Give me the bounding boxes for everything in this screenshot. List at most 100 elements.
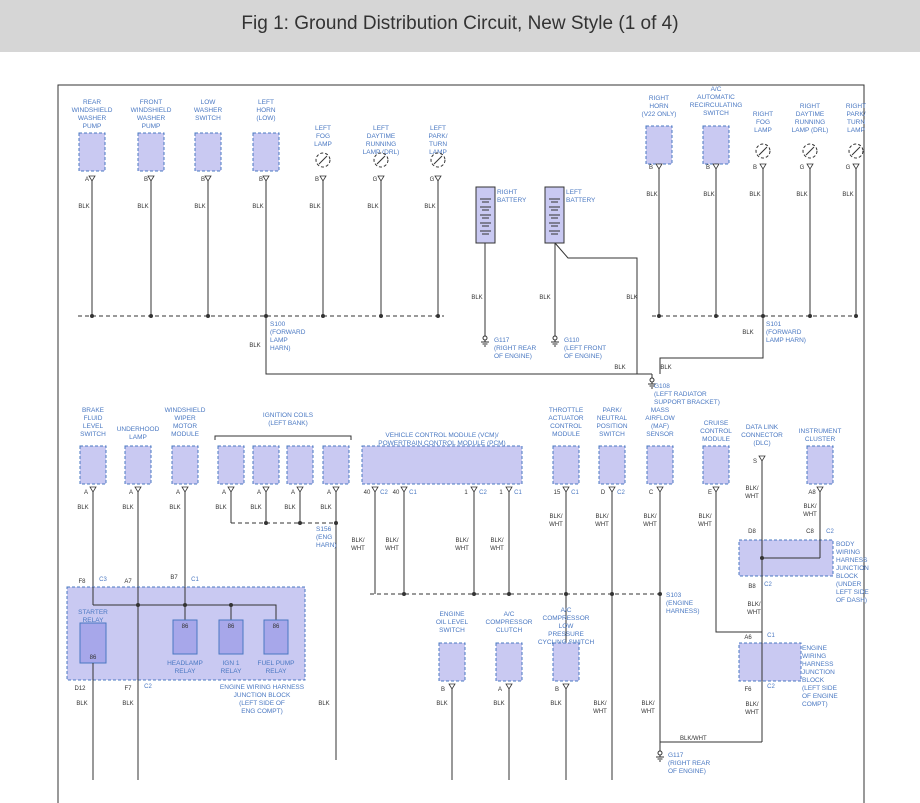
connector-pin-icon bbox=[89, 486, 97, 493]
body-jb-label: OF DASH) bbox=[836, 597, 867, 604]
wire-color-label: BLK bbox=[169, 505, 180, 511]
pin-label: B bbox=[201, 177, 205, 183]
connector-label: C2 bbox=[144, 684, 152, 690]
wire-color-label: BLK/ bbox=[745, 702, 758, 708]
pin-label: G bbox=[430, 177, 435, 183]
connector-pin-icon bbox=[816, 486, 824, 493]
right_fog-label: FOG bbox=[756, 119, 770, 126]
right-battery-label: BATTERY bbox=[497, 197, 527, 204]
wire bbox=[659, 741, 762, 752]
ign1-relay-label: IGN 1 bbox=[223, 660, 240, 667]
connector-label: C1 bbox=[191, 577, 199, 583]
left_horn-label: LEFT bbox=[258, 99, 274, 106]
left-battery-label: BATTERY bbox=[566, 197, 596, 204]
connector-pin-icon bbox=[712, 163, 720, 170]
ac_low-label: A/C bbox=[561, 607, 572, 614]
front_washer-label: PUMP bbox=[142, 123, 161, 130]
splice-dot bbox=[334, 521, 338, 525]
wire-color-label: BLK/ bbox=[698, 514, 711, 520]
s101-label: S101 bbox=[766, 321, 782, 328]
relay-pin-label: 86 bbox=[90, 655, 97, 661]
pin-label: A bbox=[222, 490, 226, 496]
ign-coil-box bbox=[322, 445, 350, 485]
ac-recirc-box bbox=[702, 125, 730, 165]
maf-box bbox=[646, 445, 674, 485]
cluster-label: CLUSTER bbox=[805, 436, 836, 443]
wiper-motor-label: MOTOR bbox=[173, 423, 197, 430]
dlc-label: CONNECTOR bbox=[741, 432, 783, 439]
wire-color-label: BLK bbox=[471, 295, 482, 301]
left-battery-label: LEFT bbox=[566, 189, 582, 196]
pin-label: S bbox=[753, 459, 757, 465]
right-horn-label: HORN bbox=[649, 103, 668, 110]
g117-bottom-label: G117 bbox=[668, 752, 684, 759]
splice-dot bbox=[206, 314, 210, 318]
pin-label: B bbox=[315, 177, 319, 183]
ac-recirc-label: RECIRCULATING bbox=[690, 102, 743, 109]
g108-label: SUPPORT BRACKET) bbox=[654, 399, 720, 406]
left_drl-label: RUNNING bbox=[366, 141, 396, 148]
ign-coil-box bbox=[217, 445, 245, 485]
pin-label: A8 bbox=[808, 490, 816, 496]
left_park-label: TURN bbox=[429, 141, 447, 148]
wire-color-label: BLK/ bbox=[490, 538, 503, 544]
pin-label: G bbox=[373, 177, 378, 183]
wire-color-label: BLK bbox=[749, 192, 760, 198]
pin-label: B bbox=[649, 165, 653, 171]
fuel_pump-relay-label: RELAY bbox=[266, 668, 287, 675]
pin-label: B bbox=[753, 165, 757, 171]
cruise-label: CONTROL bbox=[700, 428, 732, 435]
pin-label: A bbox=[84, 490, 88, 496]
left_drl-label: LEFT bbox=[373, 125, 389, 132]
wire-color-label: BLK/ bbox=[593, 701, 606, 707]
diagram-frame bbox=[57, 84, 865, 803]
ac-recirc-label: SWITCH bbox=[703, 110, 729, 117]
connector-pin-icon bbox=[505, 486, 513, 493]
maf-label: SENSOR bbox=[646, 431, 674, 438]
headlamp-relay-label: HEADLAMP bbox=[167, 660, 203, 667]
relay-block-label: (LEFT SIDE OF bbox=[239, 700, 285, 707]
ac_clutch-label: COMPRESSOR bbox=[486, 619, 533, 626]
ac_low-label: LOW bbox=[559, 623, 575, 630]
pin-label: 1 bbox=[499, 490, 503, 496]
g108-label: G108 bbox=[654, 383, 670, 390]
wire-color-label: BLK bbox=[796, 192, 807, 198]
wire-color-label: BLK bbox=[137, 204, 148, 210]
connector-pin-icon bbox=[377, 175, 385, 182]
connector-pin-icon bbox=[758, 455, 766, 462]
s101-label: (FORWARD bbox=[766, 329, 802, 336]
rear_washer-label: REAR bbox=[83, 99, 101, 106]
wire-color-label: WHT bbox=[698, 522, 712, 528]
connector-pin-icon bbox=[88, 175, 96, 182]
s100-label: LAMP bbox=[270, 337, 288, 344]
lamp-filament-icon bbox=[758, 146, 768, 156]
wire-color-label: WHT bbox=[593, 709, 607, 715]
pin-label: G bbox=[800, 165, 805, 171]
oil_level-label: OIL LEVEL bbox=[436, 619, 469, 626]
wire-color-label: BLK/WHT bbox=[680, 736, 707, 742]
title-bar: Fig 1: Ground Distribution Circuit, New … bbox=[0, 0, 920, 52]
oil_level-box bbox=[438, 642, 466, 682]
rear_washer-box bbox=[78, 132, 106, 172]
wire-color-label: BLK bbox=[215, 505, 226, 511]
left_park-label: PARK/ bbox=[428, 133, 447, 140]
low_washer-box bbox=[194, 132, 222, 172]
headlamp-relay-label: RELAY bbox=[175, 668, 196, 675]
throttle-label: ACTUATOR bbox=[548, 415, 583, 422]
splice-dot bbox=[149, 314, 153, 318]
s100-label: (FORWARD bbox=[270, 329, 306, 336]
wire-color-label: WHT bbox=[385, 546, 399, 552]
splice-dot bbox=[90, 314, 94, 318]
splice-dot bbox=[436, 314, 440, 318]
pin-label: B8 bbox=[748, 584, 756, 590]
relay-pin-label: 86 bbox=[228, 624, 235, 630]
right_park-label: TURN bbox=[847, 119, 865, 126]
pin-label: D8 bbox=[748, 529, 756, 535]
underhood-box bbox=[124, 445, 152, 485]
vcm-pcm-label: VEHICLE CONTROL MODULE (VCM)/ bbox=[385, 432, 498, 439]
throttle-label: MODULE bbox=[552, 431, 580, 438]
pin-label: B bbox=[259, 177, 263, 183]
connector-pin-icon bbox=[562, 486, 570, 493]
wire-color-label: BLK bbox=[194, 204, 205, 210]
underhood-label: UNDERHOOD bbox=[117, 426, 160, 433]
